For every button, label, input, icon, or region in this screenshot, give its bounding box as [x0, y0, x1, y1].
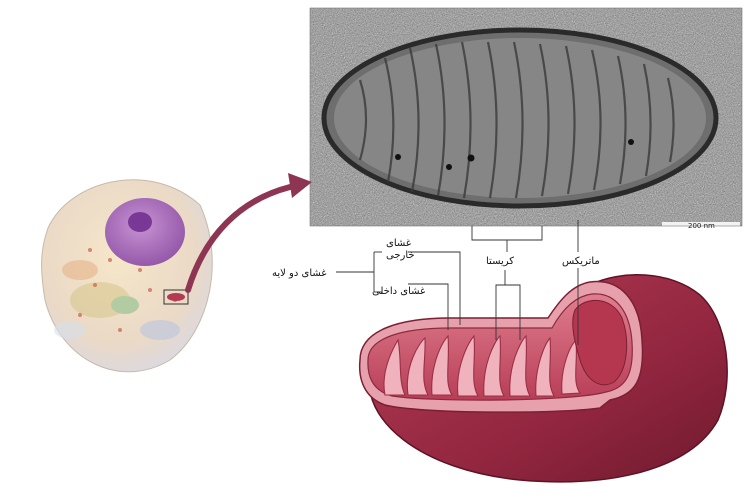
scale-bar-label: 200 nm [688, 222, 715, 230]
cell-illustration [42, 180, 213, 372]
label-matrix: ماتریکس [562, 256, 600, 267]
label-inner-membrane: غشای داخلی [372, 286, 425, 297]
mitochondrion-3d [360, 275, 727, 482]
label-double-membrane: غشای دو لایه [272, 268, 327, 279]
label-cristae: کریستا [486, 256, 514, 267]
nucleolus [128, 212, 152, 232]
electron-micrograph [310, 8, 742, 232]
mitochondrion-in-cell [167, 293, 185, 301]
nucleus [105, 198, 185, 266]
label-outer-membrane-line1: غشای [386, 238, 411, 249]
label-outer-membrane-line2: خارجی [386, 250, 415, 261]
